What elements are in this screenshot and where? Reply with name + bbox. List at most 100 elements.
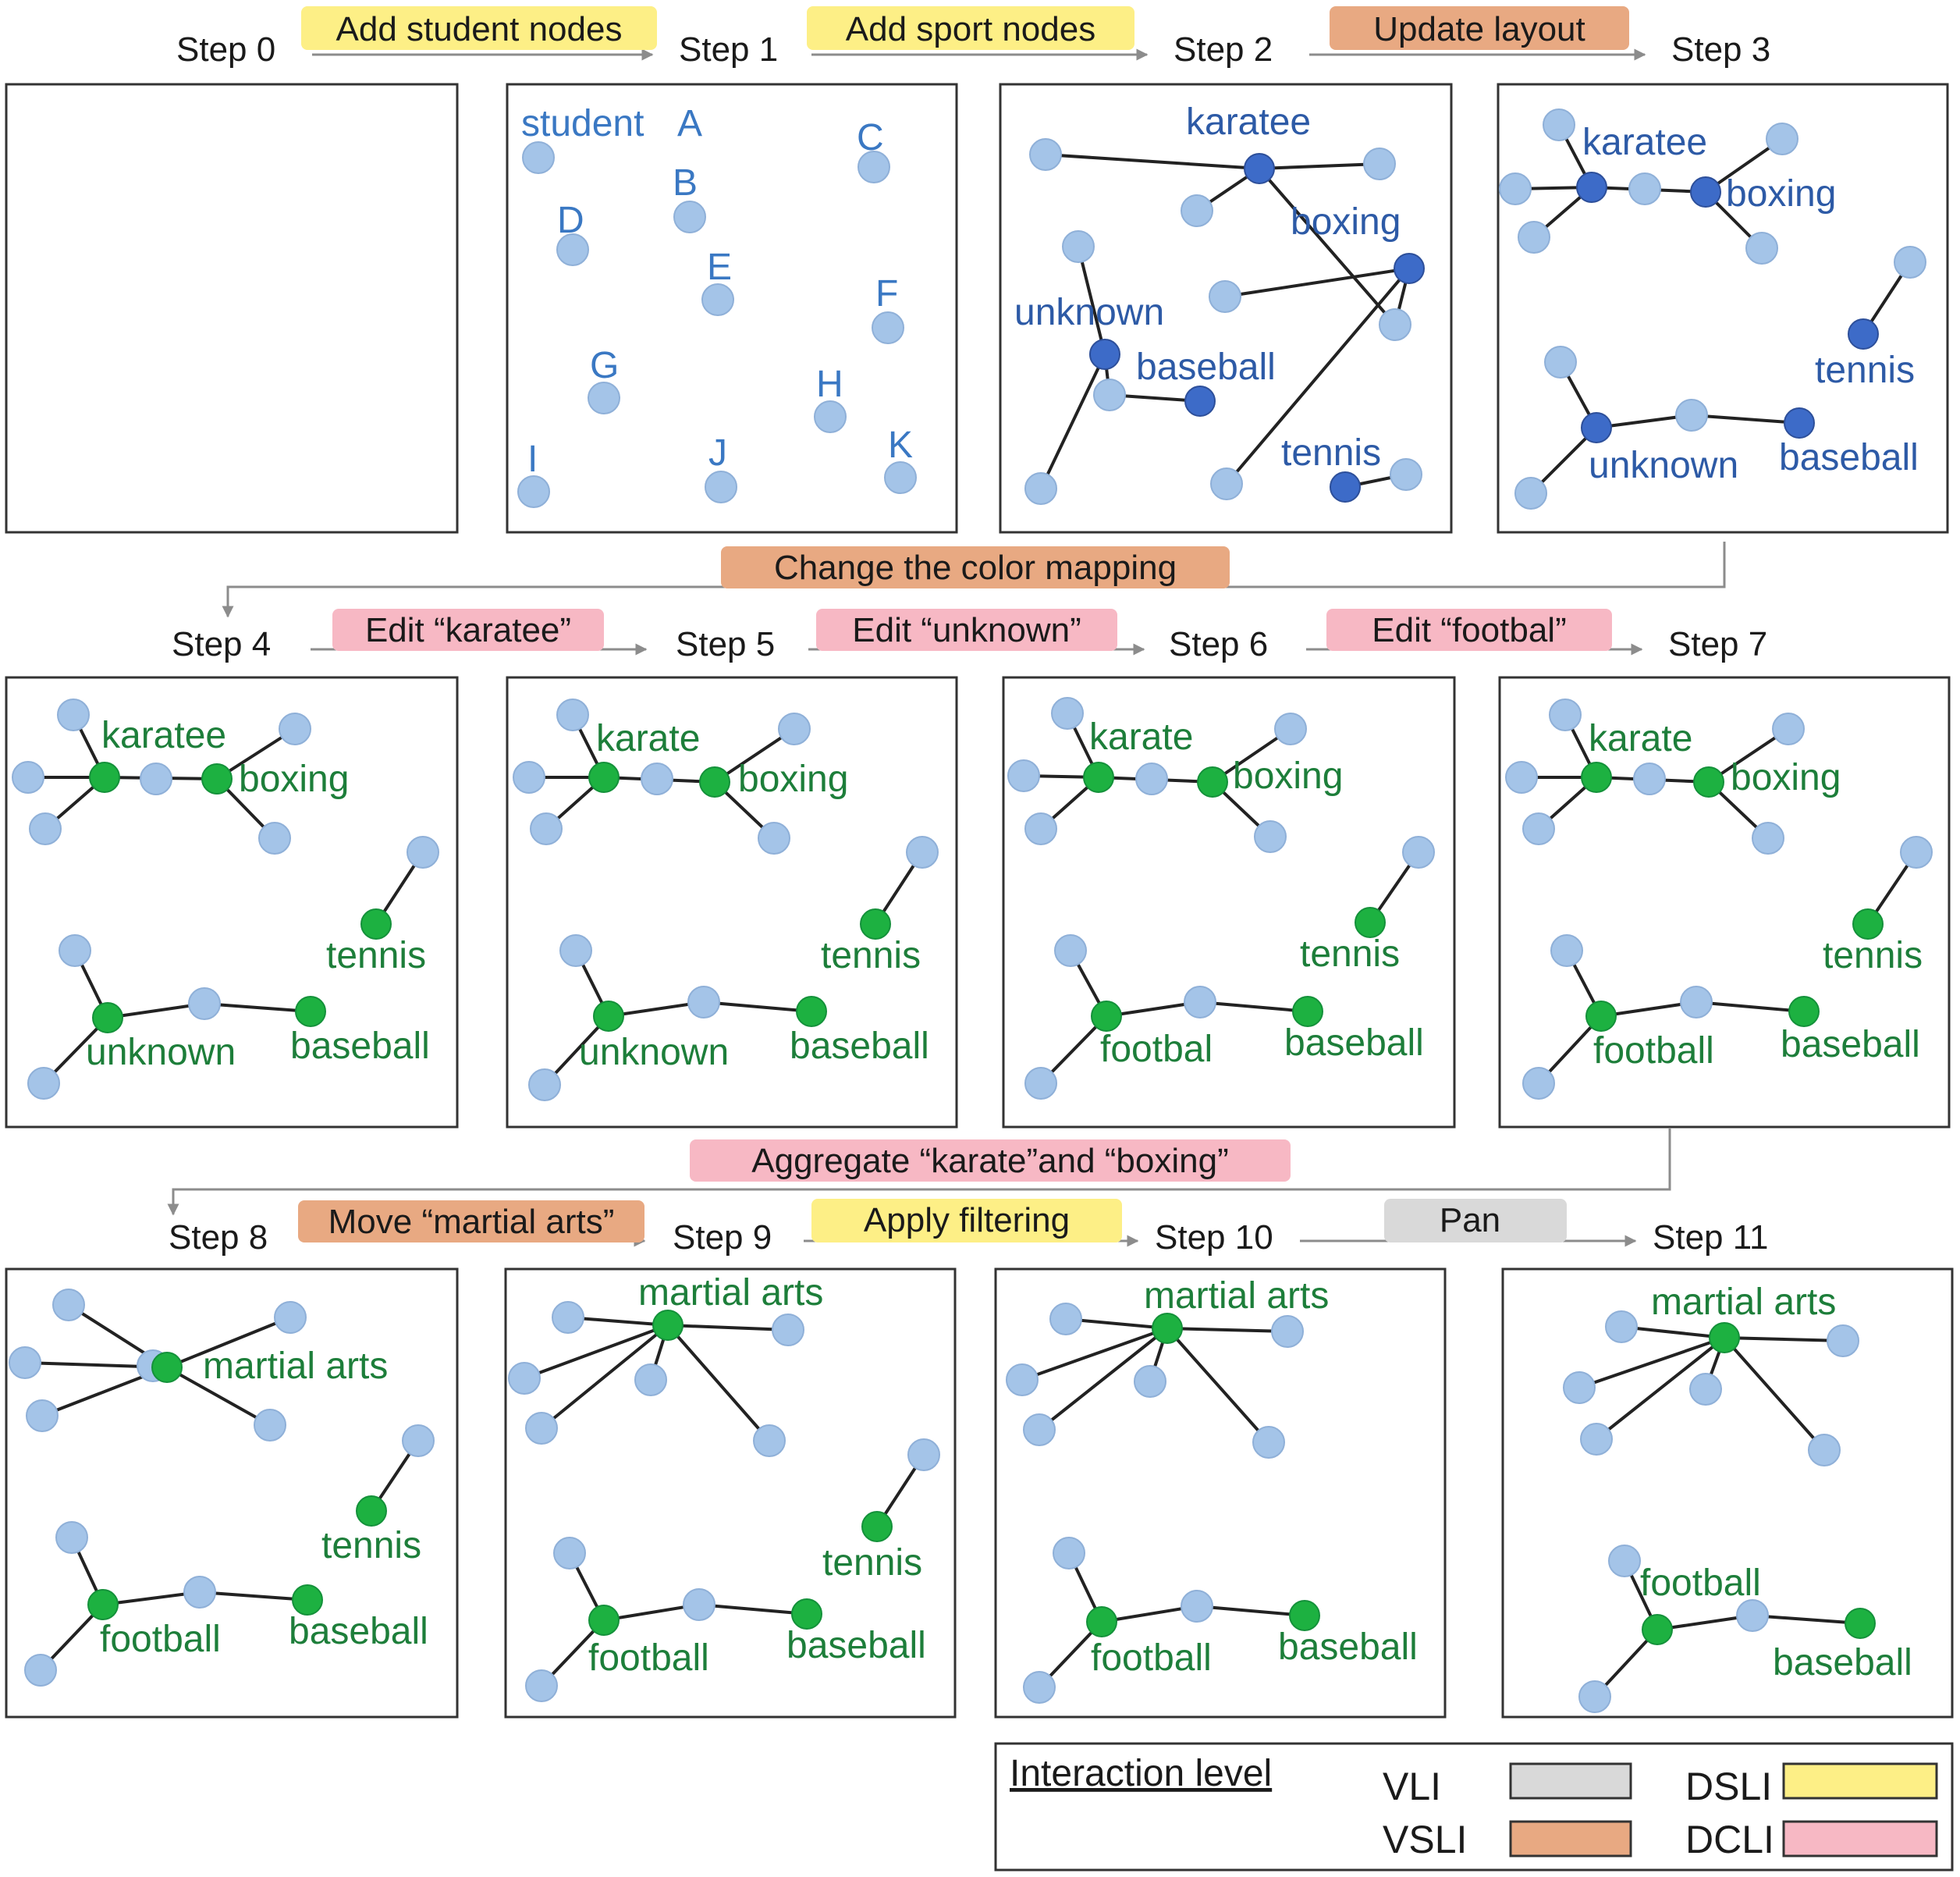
student-node	[1062, 230, 1095, 263]
student-node	[1254, 820, 1287, 853]
graph-step-10: martial arts football baseball	[1006, 1275, 1418, 1704]
student-node	[872, 311, 904, 344]
step-9-label: Step 9	[673, 1218, 772, 1257]
student-node	[906, 836, 939, 869]
edge	[1695, 1001, 1805, 1013]
step-7-label: Step 7	[1668, 625, 1767, 663]
action-apply-filtering-label: Apply filtering	[864, 1201, 1070, 1239]
node-label: baseball	[1773, 1642, 1912, 1683]
student-node	[188, 987, 221, 1020]
edge	[199, 1591, 308, 1601]
student-node	[1029, 138, 1062, 171]
node-label: footbal	[1100, 1029, 1213, 1070]
graph-step-1: student A B C D E F G H I J K	[517, 103, 917, 508]
edge	[703, 1001, 812, 1013]
step-5-label: Step 5	[676, 625, 775, 663]
student-node	[1827, 1324, 1859, 1357]
node-label: F	[875, 273, 898, 315]
edge	[1077, 246, 1106, 355]
student-node	[1181, 194, 1213, 227]
student-node	[1379, 308, 1411, 341]
node-label: baseball	[1284, 1022, 1424, 1064]
student-node	[1210, 467, 1243, 500]
step-6-label: Step 6	[1169, 625, 1268, 663]
node-label: tennis	[1300, 933, 1400, 975]
student-node	[530, 812, 563, 845]
panel-step-10	[994, 1267, 1447, 1719]
action-edit-unknown-label: Edit “unknown”	[852, 611, 1081, 649]
node-label: baseball	[1136, 347, 1276, 388]
student-node	[525, 1669, 558, 1702]
action-move-martial-arts-bg	[298, 1200, 644, 1242]
action-update-layout-label: Update layout	[1373, 10, 1585, 48]
node-label: student	[521, 103, 644, 144]
action-apply-filtering-bg	[811, 1199, 1122, 1242]
student-node	[1543, 108, 1575, 141]
graph-step-7: karate boxing tennis football baseball	[1505, 699, 1933, 1100]
node-label: football	[588, 1637, 709, 1679]
node-label: tennis	[321, 1525, 421, 1566]
student-node	[59, 934, 91, 967]
action-edit-karatee-bg	[332, 609, 604, 651]
panel-step-9	[504, 1267, 957, 1719]
node-label: baseball	[1278, 1626, 1418, 1668]
sport-node	[588, 1605, 620, 1636]
edge	[1045, 153, 1260, 170]
action-update-layout-bg	[1330, 6, 1629, 50]
student-node	[1274, 713, 1307, 745]
student-node	[559, 934, 592, 967]
node-label: football	[100, 1619, 221, 1660]
edge	[1752, 1614, 1861, 1625]
student-node	[758, 822, 790, 855]
student-node	[525, 1412, 558, 1445]
edge	[166, 1366, 271, 1427]
student-node	[1252, 1426, 1285, 1459]
sport-node	[593, 1001, 624, 1032]
student-node	[528, 1068, 561, 1101]
student-node	[907, 1438, 940, 1471]
edge	[166, 1316, 291, 1369]
student-node	[1271, 1315, 1304, 1348]
node-label: H	[816, 364, 843, 405]
student-node	[1007, 759, 1040, 792]
student-node	[1006, 1363, 1039, 1396]
action-aggregate-label: Aggregate “karate”and “boxing”	[751, 1142, 1228, 1180]
legend-label-dsli: DSLI	[1685, 1765, 1772, 1808]
node-label: E	[707, 247, 732, 288]
edge	[540, 1324, 669, 1430]
node-label: karatee	[101, 715, 226, 756]
action-add-sport-nodes: Add sport nodes	[807, 6, 1134, 50]
edge	[1691, 414, 1800, 425]
student-node	[705, 471, 737, 503]
student-node	[556, 233, 589, 266]
student-node	[588, 382, 620, 414]
node-label: martial arts	[1144, 1275, 1329, 1317]
student-node	[687, 986, 720, 1018]
node-label: karatee	[1582, 122, 1707, 163]
student-node	[1024, 472, 1057, 505]
student-node	[1752, 822, 1784, 855]
node-label: football	[1091, 1637, 1212, 1679]
action-edit-karatee-label: Edit “karatee”	[365, 611, 571, 649]
graph-step-6: karate boxing tennis footbal baseball	[1007, 697, 1435, 1100]
edge	[567, 1316, 669, 1327]
sport-node	[87, 1589, 119, 1620]
node-label: baseball	[790, 1026, 929, 1067]
action-add-student-nodes: Add student nodes	[301, 6, 657, 50]
student-node	[1390, 458, 1422, 491]
graph-step-8: martial arts tennis football baseball	[9, 1289, 435, 1687]
action-update-layout: Update layout	[1330, 6, 1629, 50]
node-label: baseball	[1779, 437, 1919, 478]
action-edit-footbal: Edit “footbal”	[1326, 609, 1612, 651]
node-label: unknown	[1589, 445, 1738, 486]
action-apply-filtering: Apply filtering	[811, 1199, 1122, 1242]
student-node	[1745, 232, 1778, 265]
student-node	[1024, 812, 1057, 845]
student-node	[1181, 1590, 1213, 1623]
student-node	[1518, 221, 1550, 254]
student-node	[641, 763, 673, 795]
sport-node	[1197, 766, 1228, 798]
node-label: boxing	[1731, 757, 1841, 798]
student-node	[29, 812, 62, 845]
